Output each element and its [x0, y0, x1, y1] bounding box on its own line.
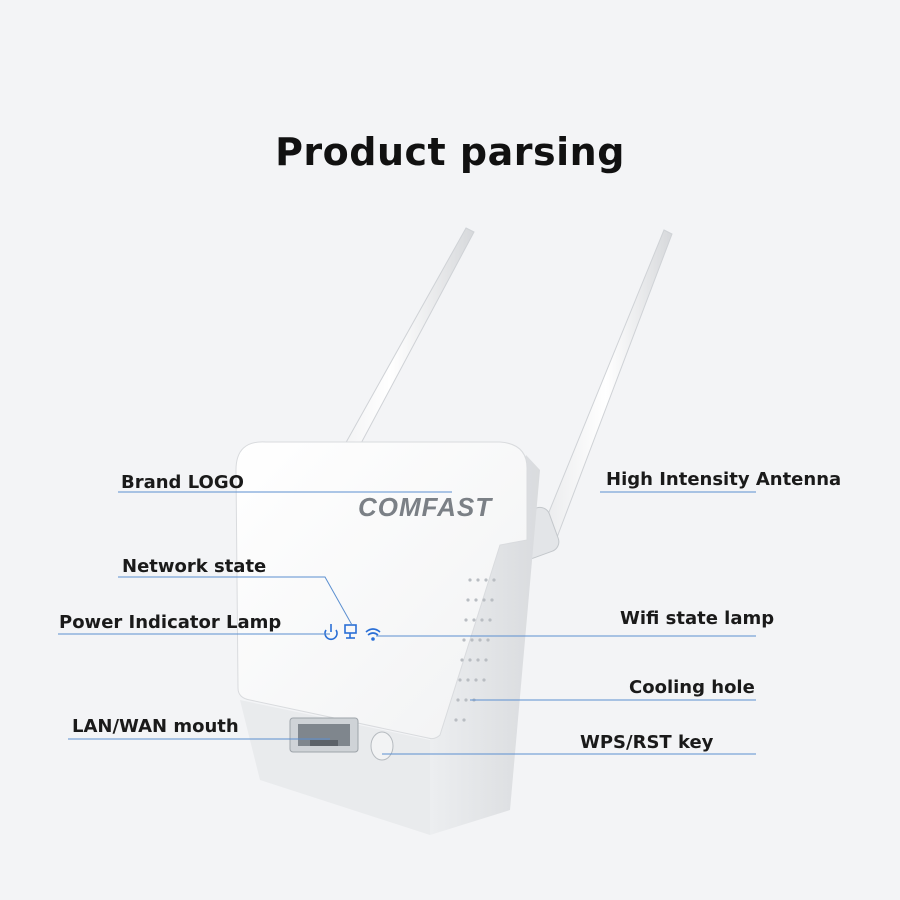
- lan-wan-port: [289, 717, 359, 753]
- label-wps-rst: WPS/RST key: [580, 732, 714, 753]
- label-antenna: High Intensity Antenna: [606, 469, 842, 490]
- label-cooling-hole: Cooling hole: [629, 677, 755, 698]
- page-title: Product parsing: [275, 130, 625, 174]
- label-wifi-state: Wifi state lamp: [620, 608, 775, 629]
- leader-lines: [58, 491, 756, 755]
- router-body: COMFAST: [235, 441, 540, 835]
- wps-rst-button: [370, 731, 394, 761]
- cooling-holes: [454, 578, 496, 722]
- wifi-icon: [365, 628, 381, 641]
- power-icon: [324, 624, 338, 641]
- network-icon: [344, 624, 357, 639]
- label-network-state: Network state: [122, 556, 267, 577]
- label-power-indicator: Power Indicator Lamp: [59, 612, 282, 633]
- label-brand-logo: Brand LOGO: [121, 472, 244, 493]
- indicator-lamps: [324, 624, 381, 641]
- label-lan-wan: LAN/WAN mouth: [72, 716, 239, 737]
- brand-logo: COMFAST: [358, 492, 493, 522]
